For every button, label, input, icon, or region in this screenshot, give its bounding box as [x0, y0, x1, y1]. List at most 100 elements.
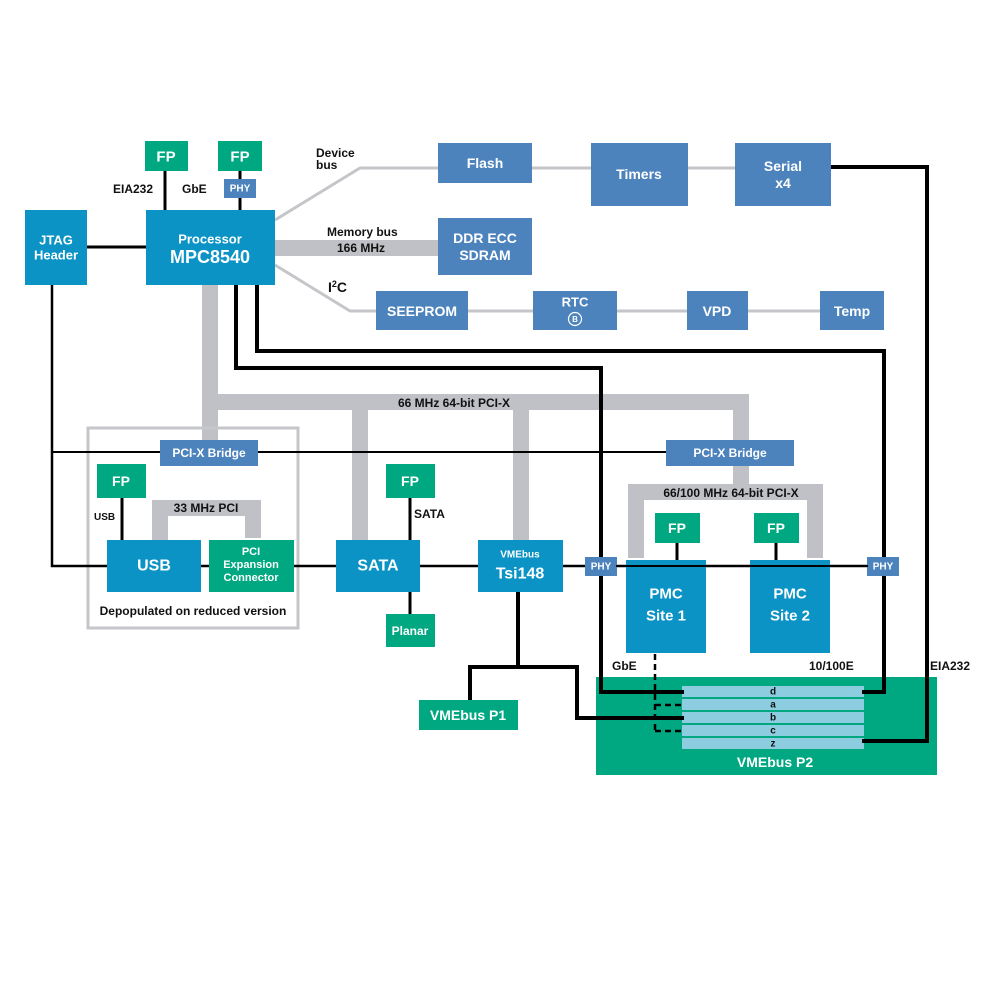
fp-sata-block: FP — [386, 464, 435, 498]
usb-label: USB — [137, 558, 171, 575]
vmebus-p2-label: VMEbus P2 — [737, 754, 813, 770]
p2-row-z — [682, 738, 864, 749]
fp-pmc1-block: FP — [655, 513, 700, 543]
temp-label: Temp — [834, 303, 870, 319]
ethernet-bottom-label: 10/100E — [809, 659, 854, 673]
processor-line1: Processor — [178, 232, 242, 247]
memory-bus-label-2: 166 MHz — [337, 241, 385, 255]
trace-serial-eia232 — [829, 165, 929, 743]
gbe-bottom-label: GbE — [612, 659, 637, 673]
processor-line2: MPC8540 — [170, 247, 250, 267]
temp-block: Temp — [820, 291, 884, 330]
i2c-label: I2C — [328, 279, 347, 295]
pcix-bridge-left-block: PCI-X Bridge — [160, 440, 258, 466]
ddr-line1: DDR ECC — [453, 230, 517, 246]
sata-link-label: SATA — [414, 507, 445, 521]
fp-gbe-label: FP — [230, 149, 249, 166]
pci-33-bus — [152, 500, 261, 540]
serial-line2: x4 — [775, 175, 791, 191]
device-bus-label-1: Device — [316, 146, 355, 160]
timers-label: Timers — [616, 166, 662, 182]
eia232-bottom-label: EIA232 — [930, 659, 970, 673]
vmebus-p1-block: VMEbus P1 — [419, 700, 518, 730]
serial-block: Serial x4 — [735, 143, 831, 206]
vmebus-tsi148-block: VMEbus Tsi148 — [478, 540, 563, 592]
pci-33-label: 33 MHz PCI — [174, 501, 239, 515]
p2-row-d-label: d — [770, 687, 776, 698]
i2c-label-sup: 2 — [332, 279, 337, 289]
battery-icon-label: B — [572, 315, 578, 324]
trace-gbe-to-p2-d — [599, 638, 684, 694]
trace-tsi148-p1 — [468, 665, 520, 705]
p2-traces — [575, 638, 929, 743]
pcix-bridge-right-block: PCI-X Bridge — [666, 440, 794, 466]
fp-usb-label: FP — [112, 473, 130, 489]
p2-pin-rows: d a b c z — [682, 686, 864, 750]
fp-eia232-block: FP — [145, 141, 188, 171]
rtc-block: RTC B — [533, 291, 617, 330]
pmc2-line2: Site 2 — [770, 608, 810, 625]
memory-bus-label-1: Memory bus — [327, 225, 398, 239]
device-bus-label-2: bus — [316, 158, 338, 172]
fp-sata-label: FP — [401, 473, 419, 489]
trace-eia232-to-p2-z — [862, 638, 929, 743]
ddr-sdram-block: DDR ECC SDRAM — [438, 218, 532, 275]
jtag-line1: JTAG — [39, 233, 73, 248]
pci-expansion-line3: Connector — [224, 572, 280, 584]
phy-right-block: PHY — [867, 557, 899, 576]
phy-top-label: PHY — [230, 184, 251, 195]
fp-usb-block: FP — [97, 464, 146, 498]
pcix-pmc-label: 66/100 MHz 64-bit PCI-X — [663, 486, 798, 500]
device-bus-line — [274, 166, 438, 222]
p2-row-z-label: z — [771, 739, 776, 750]
flash-label: Flash — [467, 155, 504, 171]
gbe-top-label: GbE — [182, 182, 207, 196]
vpd-block: VPD — [687, 291, 748, 330]
fp-pmc1-label: FP — [668, 520, 686, 536]
pmc-site2-block: PMC Site 2 — [750, 560, 830, 653]
p2-row-b — [682, 712, 864, 723]
jtag-header-block: JTAG Header — [25, 210, 87, 285]
fp-pmc2-label: FP — [767, 520, 785, 536]
vmebus-bridge-line1: VMEbus — [500, 550, 540, 561]
trace-tsi148-to-p2-b — [575, 698, 684, 720]
pmc1-line1: PMC — [649, 586, 683, 603]
pcix-bridge-left-label: PCI-X Bridge — [172, 446, 246, 460]
vpd-label: VPD — [703, 303, 732, 319]
p2-row-a-label: a — [770, 700, 776, 711]
p2-row-c-label: c — [770, 726, 776, 737]
p2-row-a — [682, 699, 864, 710]
pmc2-line1: PMC — [773, 586, 807, 603]
planar-label: Planar — [392, 624, 429, 638]
pci-expansion-line1: PCI — [242, 546, 260, 558]
phy-left-label: PHY — [591, 562, 612, 573]
eia232-top-label: EIA232 — [113, 182, 153, 196]
ddr-line2: SDRAM — [459, 247, 510, 263]
planar-block: Planar — [386, 614, 435, 647]
jtag-line2: Header — [34, 248, 78, 263]
serial-line1: Serial — [764, 158, 802, 174]
battery-icon — [567, 311, 583, 327]
pcix-pmc-bus — [628, 462, 823, 558]
gray-buses — [152, 166, 823, 558]
rtc-label: RTC — [562, 295, 589, 310]
phy-left-block: PHY — [585, 557, 617, 576]
vmebus-p1-label: VMEbus P1 — [430, 707, 506, 723]
trace-10-100e-to-p2-d — [862, 638, 886, 694]
p2-row-b-label: b — [770, 713, 776, 724]
pcix-main-label: 66 MHz 64-bit PCI-X — [398, 396, 510, 410]
flash-block: Flash — [438, 143, 532, 183]
i2c-bus-line — [274, 263, 376, 313]
processor-block: Processor MPC8540 — [146, 210, 275, 285]
sata-label: SATA — [357, 558, 399, 575]
pmc-site1-block: PMC Site 1 — [626, 560, 706, 653]
phy-right-label: PHY — [873, 562, 894, 573]
depopulated-region — [86, 426, 300, 630]
usb-block: USB — [107, 540, 201, 592]
pcix-bridge-right-label: PCI-X Bridge — [693, 446, 767, 460]
memory-bus — [275, 240, 439, 256]
pci-expansion-block: PCI Expansion Connector — [209, 540, 294, 592]
usb-link-label: USB — [94, 512, 115, 523]
pcix-main-bus — [202, 285, 749, 541]
